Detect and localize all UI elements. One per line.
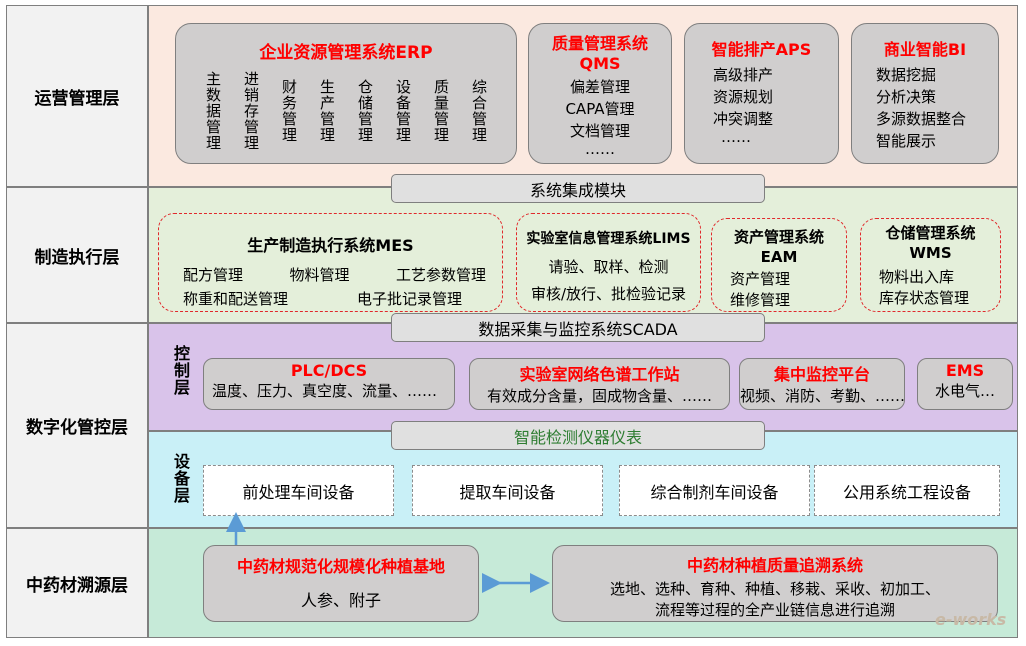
plc-title: PLC/DCS: [290, 361, 368, 380]
layer-label-mfg: 制造执行层: [6, 187, 148, 323]
aps-title: 智能排产APS: [711, 40, 812, 59]
aps-box: 智能排产APS 高级排产 资源规划 冲突调整 ……: [684, 23, 839, 164]
bi-item: 智能展示: [876, 132, 937, 150]
planting-base-text: 人参、附子: [300, 591, 381, 610]
plc-text: 温度、压力、真空度、流量、……: [212, 382, 438, 400]
monitor-box: 集中监控平台 视频、消防、考勤、……: [739, 358, 905, 410]
traceability-system-title: 中药材种植质量追溯系统: [686, 556, 863, 575]
erp-item: 进销存管理: [242, 71, 260, 151]
erp-items: 主数据管理 进销存管理 财务管理 生产管理 仓储管理 设备管理 质量管理 综合管…: [176, 63, 516, 151]
bi-box: 商业智能BI 数据挖掘 分析决策 多源数据整合 智能展示: [851, 23, 999, 164]
eam-title: 资产管理系统: [733, 228, 824, 246]
erp-item: 财务管理: [280, 79, 298, 143]
qms-item: CAPA管理: [565, 100, 635, 118]
chromatography-title: 实验室网络色谱工作站: [519, 365, 680, 384]
eam-item: 资产管理: [730, 270, 791, 288]
planting-base-box: 中药材规范化规模化种植基地 人参、附子: [203, 545, 479, 622]
integration-module-bar: 系统集成模块: [391, 174, 765, 203]
device-box: 公用系统工程设备: [814, 465, 1000, 516]
erp-item: 生产管理: [318, 79, 336, 143]
qms-title-abbr: QMS: [579, 54, 621, 73]
layer-label-ops: 运营管理层: [6, 5, 148, 187]
eam-box: 资产管理系统 EAM 资产管理 维修管理: [711, 218, 847, 312]
bi-item: 分析决策: [876, 88, 937, 106]
ems-text: 水电气…: [934, 382, 995, 400]
eam-item: 维修管理: [730, 291, 791, 309]
mes-box: 生产制造执行系统MES 配方管理 物料管理 工艺参数管理 称重和配送管理 电子批…: [158, 213, 503, 312]
wms-item: 物料出入库: [879, 268, 955, 286]
erp-item: 设备管理: [394, 79, 412, 143]
erp-item: 仓储管理: [356, 79, 374, 143]
qms-item: 文档管理: [569, 122, 630, 140]
wms-title-abbr: WMS: [909, 244, 952, 262]
eam-title-abbr: EAM: [760, 248, 798, 266]
watermark-logo: e-works: [935, 610, 1007, 629]
aps-item: 高级排产: [713, 66, 774, 84]
erp-item: 综合管理: [470, 79, 488, 143]
scada-bar: 数据采集与监控系统SCADA: [391, 313, 765, 342]
monitor-text: 视频、消防、考勤、……: [740, 387, 906, 405]
erp-title: 企业资源管理系统ERP: [259, 43, 433, 63]
traceability-system-line: 选地、选种、育种、种植、移栽、采收、初加工、: [609, 580, 940, 598]
layer-label-trace: 中药材溯源层: [6, 528, 148, 638]
lims-row: 请验、取样、检测: [548, 258, 669, 276]
monitor-title: 集中监控平台: [773, 365, 870, 384]
bi-title: 商业智能BI: [883, 40, 967, 59]
aps-item: 冲突调整: [713, 110, 774, 128]
wms-title: 仓储管理系统: [885, 224, 976, 242]
lims-row: 审核/放行、批检验记录: [530, 285, 687, 303]
qms-item: ……: [585, 140, 615, 158]
traceability-system-box: 中药材种植质量追溯系统 选地、选种、育种、种植、移栽、采收、初加工、 流程等过程…: [552, 545, 998, 622]
device-box: 综合制剂车间设备: [619, 465, 810, 516]
mes-item: 称重和配送管理: [183, 290, 289, 308]
lims-box: 实验室信息管理系统LIMS 请验、取样、检测 审核/放行、批检验记录: [516, 213, 701, 312]
qms-box: 质量管理系统 QMS 偏差管理 CAPA管理 文档管理 ……: [528, 23, 672, 164]
planting-base-title: 中药材规范化规模化种植基地: [236, 557, 445, 576]
chromatography-box: 实验室网络色谱工作站 有效成分含量，固成物含量、……: [469, 358, 730, 410]
layer-label-digital: 数字化管控层: [6, 323, 148, 528]
wms-item: 库存状态管理: [879, 289, 970, 307]
wms-box: 仓储管理系统 WMS 物料出入库 库存状态管理: [860, 218, 1001, 312]
mes-item: 工艺参数管理: [395, 266, 486, 284]
erp-item: 质量管理: [432, 79, 450, 143]
instruments-bar: 智能检测仪器仪表: [391, 421, 765, 450]
erp-box: 企业资源管理系统ERP 主数据管理 进销存管理 财务管理 生产管理 仓储管理 设…: [175, 23, 517, 164]
ems-title: EMS: [945, 361, 985, 380]
ems-box: EMS 水电气…: [917, 358, 1013, 410]
device-box: 提取车间设备: [412, 465, 603, 516]
erp-item: 主数据管理: [204, 71, 222, 151]
bi-item: 数据挖掘: [876, 66, 937, 84]
aps-item: ……: [721, 128, 751, 146]
plc-box: PLC/DCS 温度、压力、真空度、流量、……: [203, 358, 455, 410]
chromatography-text: 有效成分含量，固成物含量、……: [486, 387, 712, 405]
traceability-system-line: 流程等过程的全产业链信息进行追溯: [654, 601, 895, 619]
qms-title: 质量管理系统: [551, 34, 648, 53]
sublayer-label-control: 控制层: [171, 345, 190, 396]
device-box: 前处理车间设备: [203, 465, 394, 516]
aps-item: 资源规划: [713, 88, 774, 106]
mes-title: 生产制造执行系统MES: [247, 236, 414, 255]
sublayer-label-device: 设备层: [171, 453, 190, 504]
mes-item: 配方管理: [183, 266, 244, 284]
mes-item: 物料管理: [289, 266, 350, 284]
qms-item: 偏差管理: [569, 78, 630, 96]
lims-title: 实验室信息管理系统LIMS: [526, 231, 691, 247]
bi-item: 多源数据整合: [876, 110, 967, 128]
mes-item: 电子批记录管理: [356, 290, 462, 308]
